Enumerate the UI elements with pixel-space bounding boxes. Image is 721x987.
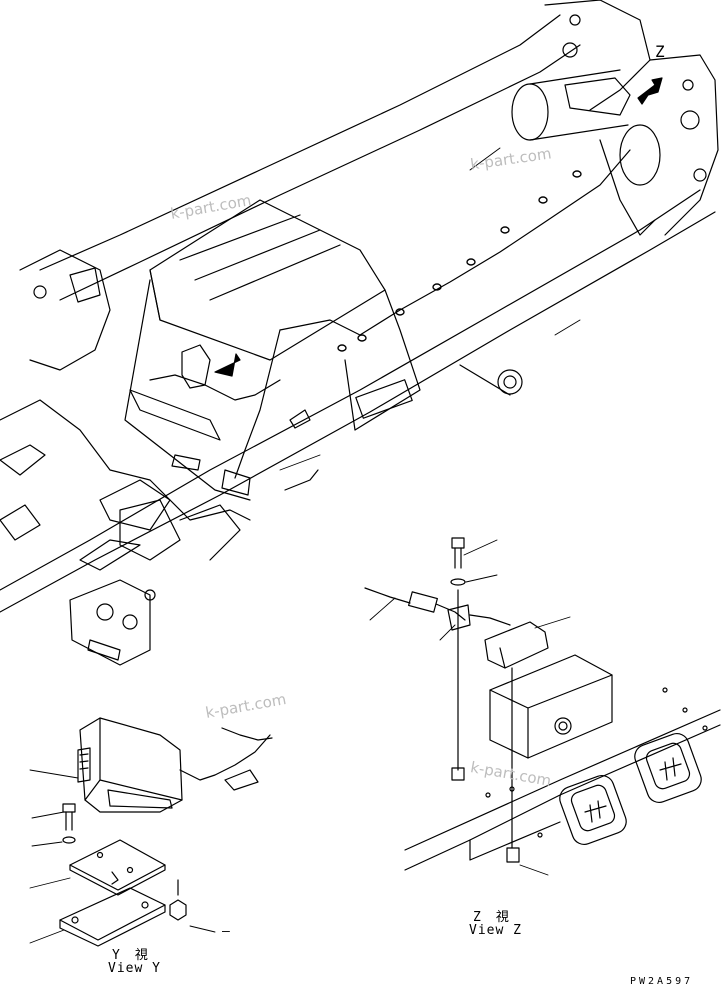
view-z-detail [364,537,721,876]
callout-dash: – [222,924,231,939]
view-z-marker: Z [655,42,666,61]
main-leader-lines [279,147,581,471]
view-z-caption-en: View Z [469,923,522,938]
view-y-caption-jp: Y 視 [112,948,149,963]
main-frame-assembly [0,0,719,666]
drawing-code: PW2A597 [630,976,694,987]
view-y-detail [29,717,273,947]
view-y-caption-en: View Y [108,961,161,976]
view-z-caption-jp: Z 視 [473,910,510,925]
